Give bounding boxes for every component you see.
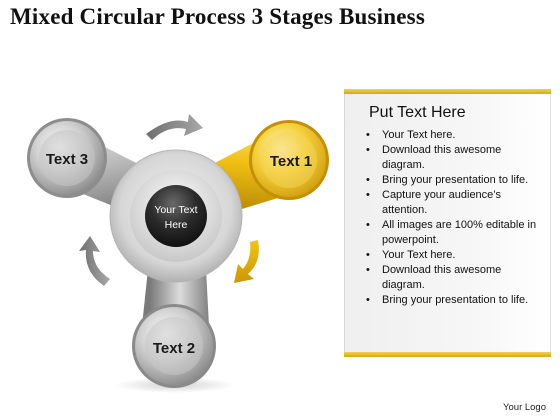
panel-bullet-list: Your Text here. Download this awesome di… [362, 128, 542, 308]
bullet-item: Bring your presentation to life. [362, 293, 542, 308]
stage-2-label: Text 2 [153, 340, 195, 357]
panel-top-bar [344, 89, 551, 94]
bullet-item: Capture your audience’s attention. [362, 188, 542, 218]
logo-text: Your Logo [503, 402, 546, 413]
panel-heading: Put Text Here [369, 104, 466, 121]
page-title: Mixed Circular Process 3 Stages Business [10, 4, 425, 29]
stage-1-label: Text 1 [270, 153, 312, 170]
bullet-item: Bring your presentation to life. [362, 173, 542, 188]
arrow-left-icon [79, 236, 110, 286]
bullet-item: Download this awesome diagram. [362, 143, 542, 173]
stage-3-label: Text 3 [46, 151, 88, 168]
bullet-item: Your Text here. [362, 248, 542, 263]
arrow-right-icon [234, 240, 259, 283]
circular-process-diagram: Text 3 Text 1 Text 2 Your Text Here [27, 114, 329, 393]
center-text-line-2: Here [165, 219, 188, 231]
bullet-item: Your Text here. [362, 128, 542, 143]
arrow-top-icon [146, 114, 203, 140]
center-hub [109, 149, 243, 283]
panel-bottom-bar [344, 352, 551, 357]
bullet-item: Download this awesome diagram. [362, 263, 542, 293]
arm-stage-1 [205, 120, 329, 218]
bullet-item: All images are 100% editable in powerpoi… [362, 218, 542, 248]
center-text-line-1: Your Text [154, 204, 197, 216]
